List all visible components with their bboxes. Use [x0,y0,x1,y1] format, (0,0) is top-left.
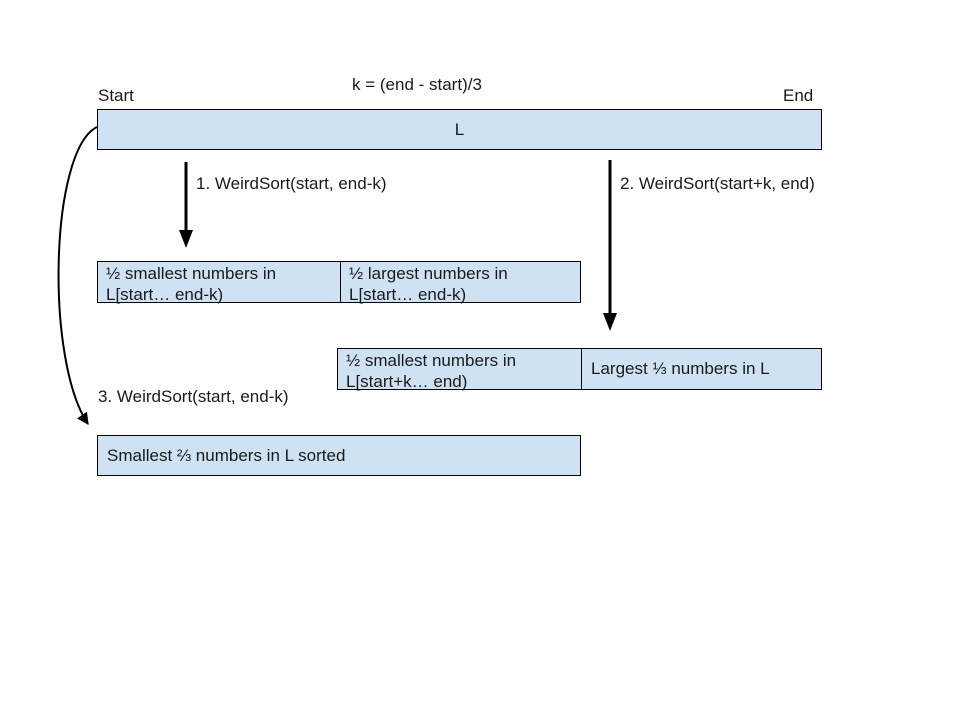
smallest-two-thirds-sorted-label: Smallest ⅔ numbers in L sorted [107,445,346,465]
step1-arrow [179,162,193,248]
list-label: L [454,119,465,139]
step1-smallest-half-line2: L[start… end-k) [106,285,224,304]
step1-largest-half-box: ½ largest numbers in L[start… end-k) [340,261,581,304]
list-box: L [97,109,822,150]
step2-smallest-half-box: ½ smallest numbers in L[start+k… end) [337,348,582,391]
step3-curved-arrow [57,126,98,425]
step1-largest-half-line2: L[start… end-k) [349,285,467,304]
step2-arrow [603,160,617,331]
step3-label: 3. WeirdSort(start, end-k) [98,387,289,406]
end-label: End [783,86,814,105]
step2-label: 2. WeirdSort(start+k, end) [620,174,815,193]
step1-smallest-half-line1: ½ smallest numbers in [106,264,277,283]
largest-third-label: Largest ⅓ numbers in L [591,359,770,378]
largest-third-box: Largest ⅓ numbers in L [581,348,822,390]
step1-label: 1. WeirdSort(start, end-k) [196,174,387,193]
step2-smallest-half-line1: ½ smallest numbers in [346,351,517,370]
formula-label: k = (end - start)/3 [352,75,482,94]
step1-largest-half-line1: ½ largest numbers in [349,264,508,283]
step1-smallest-half-box: ½ smallest numbers in L[start… end-k) [97,261,341,304]
smallest-two-thirds-sorted-box: Smallest ⅔ numbers in L sorted [97,435,581,476]
step2-smallest-half-line2: L[start+k… end) [346,372,468,391]
start-label: Start [98,86,134,105]
